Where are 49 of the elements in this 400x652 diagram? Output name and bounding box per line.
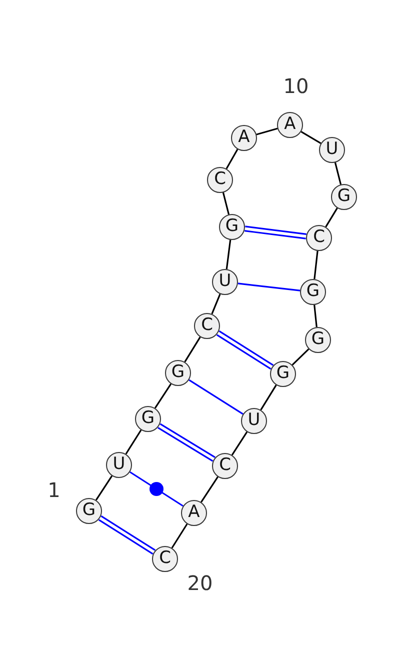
base-pair-line (188, 379, 244, 415)
nucleotide-circle: G (331, 184, 357, 210)
backbone-line (314, 304, 318, 328)
base-pair-line (157, 423, 216, 462)
backbone-line (154, 383, 172, 409)
position-number: 1 (48, 478, 60, 502)
backbone-line (184, 336, 201, 362)
backbone-line (226, 240, 232, 270)
backbone-line (222, 192, 230, 215)
backbone-line (200, 476, 218, 503)
nucleotide-circle: U (241, 408, 267, 434)
position-number: 20 (187, 571, 213, 595)
backbone-line (292, 348, 310, 366)
nucleotide-circle: C (306, 225, 332, 251)
nucleotide-circle: A (231, 125, 257, 151)
nucleotide-circle: U (106, 452, 132, 478)
nucleotide-circle: G (165, 360, 191, 386)
nucleotide-circle: A (181, 500, 207, 526)
nucleotide-circle: C (194, 313, 220, 339)
backbone-line (325, 208, 338, 228)
nucleotide-circle: U (212, 269, 238, 295)
base-pair-line (98, 515, 156, 555)
nucleotide-circle: G (135, 406, 161, 432)
base-pair-line (238, 282, 300, 292)
backbone-line (231, 432, 248, 456)
position-number: 10 (283, 74, 309, 98)
nucleotide-circle: G (270, 361, 296, 387)
nucleotide-circle: C (207, 167, 233, 193)
base-pair-line (216, 330, 274, 370)
nucleotide-circle: G (305, 327, 331, 353)
base-pair-line (244, 226, 308, 240)
backbone-line (95, 475, 113, 501)
backbone-line (256, 128, 278, 136)
nucleotide-circle: G (76, 498, 102, 524)
nucleotide-circle: U (319, 137, 345, 163)
nucleotide-circle: C (212, 453, 238, 479)
backbone-line (211, 294, 221, 314)
backbone-line (334, 162, 342, 185)
base-pair-line (130, 471, 184, 507)
nucleotide-circle: G (219, 214, 245, 240)
backbone-line (171, 524, 188, 548)
backbone-line (314, 250, 318, 280)
nucleotide-circle: G (300, 279, 326, 305)
backbone-line (260, 384, 277, 410)
backbone-line (125, 430, 142, 454)
nucleotide-circle: A (277, 112, 303, 138)
nucleotide-circle: C (152, 546, 178, 572)
backbone-line (300, 130, 322, 144)
backbone-line (226, 148, 238, 170)
